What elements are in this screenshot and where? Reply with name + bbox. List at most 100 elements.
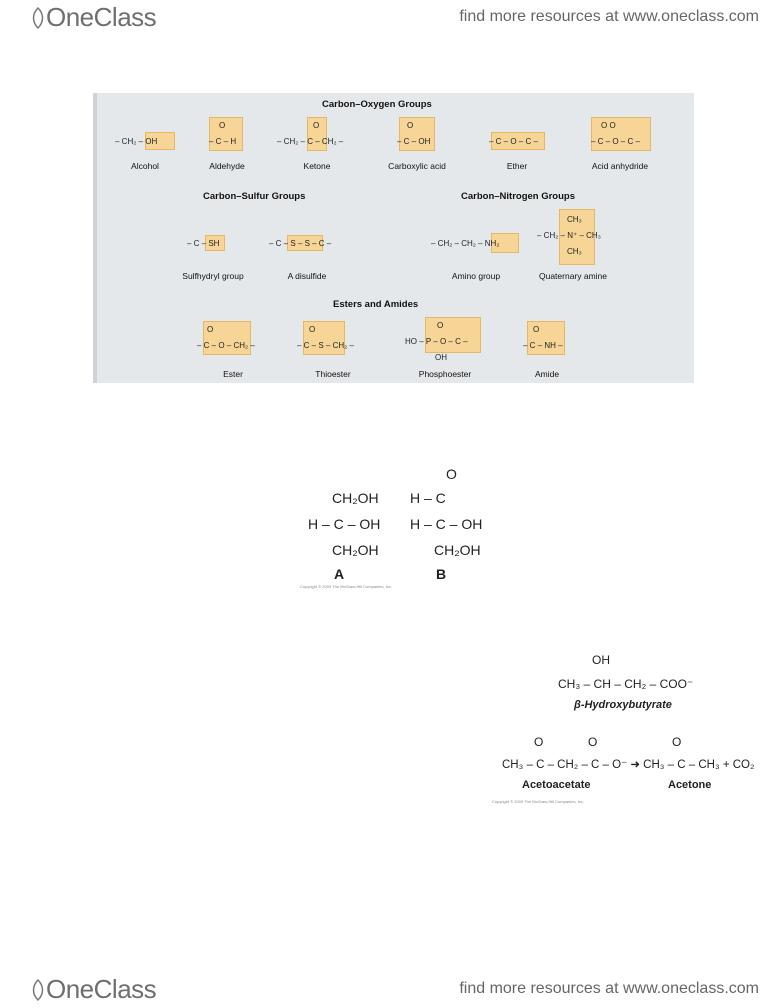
figure-ketone-copyright: Copyright © 2009 The McGraw-Hill Compani…	[492, 799, 585, 804]
thioester-label: Thioester	[315, 369, 351, 379]
aldehyde-formula: – C – H	[209, 137, 237, 146]
amino-formula: – CH₂ – CH₂ – NH₂	[431, 239, 500, 248]
highlight-box	[303, 321, 345, 355]
group-aldehyde: O – C – H Aldehyde	[205, 113, 249, 171]
a-top: CH₂OH	[332, 490, 379, 506]
acetoacetate-oxygen-2: O	[588, 735, 598, 749]
group-alcohol: – CH₂ – OH Alcohol	[115, 119, 175, 171]
carboxylic-oxygen: O	[407, 121, 414, 130]
logo-text: OneClass	[46, 974, 157, 1004]
highlight-box	[425, 317, 481, 353]
page-header: OneClass find more resources at www.onec…	[0, 0, 784, 36]
ester-label: Ester	[223, 369, 243, 379]
a-middle: H – C – OH	[308, 516, 381, 532]
amide-oxygen: O	[533, 325, 540, 334]
figure-glycerol-glyceraldehyde: CH₂OH H – C – OH CH₂OH A O H – C H – C –…	[298, 460, 488, 592]
section-title-esters-amides: Esters and Amides	[333, 299, 419, 310]
b-top: H – C	[410, 490, 446, 506]
group-ester: O – C – O – CH₂ – Ester	[197, 319, 269, 381]
disulfide-formula: – C – S – S – C –	[269, 239, 332, 248]
hb-label: β-Hydroxybutyrate	[574, 699, 672, 711]
quaternary-bottom: CH₃	[567, 247, 582, 256]
b-oxygen: O	[446, 466, 457, 482]
highlight-box	[591, 117, 651, 151]
ether-formula: – C – O – C –	[489, 137, 538, 146]
amide-label: Amide	[534, 369, 560, 379]
b-bottom: CH₂OH	[434, 542, 481, 558]
highlight-box	[399, 117, 435, 151]
alcohol-label: Alcohol	[131, 161, 159, 171]
ketone-label: Ketone	[303, 161, 331, 171]
highlight-box	[287, 235, 323, 251]
phosphoester-hydroxyl: OH	[435, 353, 447, 362]
carboxylic-formula: – C – OH	[397, 137, 431, 146]
group-ketone: O – CH₂ – C – CH₂ – Ketone	[277, 113, 357, 171]
promo-link[interactable]: find more resources at www.oneclass.com	[459, 8, 759, 25]
oneclass-logo[interactable]: OneClass	[30, 974, 157, 1005]
anhydride-label: Acid anhydride	[591, 161, 649, 171]
thioester-oxygen: O	[309, 325, 316, 334]
sulfhydryl-label: Sulfhydryl group	[182, 271, 244, 281]
section-title-carbon-nitrogen: Carbon–Nitrogen Groups	[461, 191, 576, 202]
group-carboxylic-acid: O – C – OH Carboxylic acid	[387, 113, 447, 171]
thioester-formula: – C – S – CH₂ –	[297, 341, 354, 350]
logo-text: OneClass	[46, 2, 157, 32]
group-amino: – CH₂ – CH₂ – NH₂ Amino group	[431, 223, 521, 281]
ether-label: Ether	[506, 161, 528, 171]
amide-formula: – C – NH –	[523, 341, 563, 350]
group-sulfhydryl: – C – SH Sulfhydryl group	[182, 223, 244, 281]
figure-ketone-bodies: OH CH₃ – CH – CH₂ – COO⁻ β-Hydroxybutyra…	[490, 645, 754, 807]
phosphoester-oxygen: O	[437, 321, 444, 330]
acetone-oxygen: O	[672, 735, 682, 749]
acetoacetate-label: Acetoacetate	[522, 779, 591, 791]
acetoacetate-oxygen-1: O	[534, 735, 544, 749]
quaternary-top: CH₃	[567, 215, 582, 224]
group-phosphoester: O HO – P – O – C – OH Phosphoester	[405, 315, 485, 381]
decarboxylation-reaction: CH₃ – C – CH₂ – C – O⁻ ➜ CH₃ – C – CH₃ +…	[502, 759, 755, 771]
section-title-carbon-oxygen: Carbon–Oxygen Groups	[322, 99, 432, 110]
highlight-box	[209, 117, 243, 151]
functional-groups-figure: Carbon–Oxygen Groups – CH₂ – OH Alcohol …	[93, 93, 694, 383]
aldehyde-oxygen: O	[219, 121, 226, 130]
oneclass-logo[interactable]: OneClass	[30, 2, 157, 33]
phosphoester-label: Phosphoester	[418, 369, 472, 379]
page-footer: OneClass find more resources at www.onec…	[0, 972, 784, 1008]
leaf-icon	[32, 6, 44, 29]
figure-ab-copyright: Copyright © 2009 The McGraw-Hill Compani…	[300, 584, 393, 589]
sulfhydryl-formula: – C – SH	[187, 239, 220, 248]
phosphoester-formula: HO – P – O – C –	[405, 337, 468, 346]
group-disulfide: – C – S – S – C – A disulfide	[267, 223, 347, 281]
label-a: A	[334, 566, 345, 582]
leaf-icon	[32, 978, 44, 1001]
quaternary-label: Quaternary amine	[538, 271, 608, 281]
label-b: B	[436, 566, 447, 582]
ketone-formula: – CH₂ – C – CH₂ –	[277, 137, 344, 146]
anhydride-oxygens: O O	[601, 121, 616, 130]
group-amide: O – C – NH – Amide	[521, 319, 573, 381]
ester-oxygen: O	[207, 325, 214, 334]
hb-formula: CH₃ – CH – CH₂ – COO⁻	[558, 677, 694, 691]
hb-hydroxyl: OH	[592, 653, 610, 667]
disulfide-label: A disulfide	[287, 271, 327, 281]
a-bottom: CH₂OH	[332, 542, 379, 558]
group-acid-anhydride: O O – C – O – C – Acid anhydride	[587, 113, 653, 171]
b-middle: H – C – OH	[410, 516, 483, 532]
highlight-box	[491, 233, 519, 253]
highlight-box	[559, 209, 595, 265]
highlight-box	[491, 132, 545, 150]
highlight-box	[203, 321, 251, 355]
group-ether: – C – O – C – Ether	[487, 119, 547, 171]
group-quaternary-amine: CH₃ – CH₂ – N⁺ – CH₃ CH₃ Quaternary amin…	[537, 209, 609, 281]
ketone-oxygen: O	[313, 121, 320, 130]
section-title-carbon-sulfur: Carbon–Sulfur Groups	[203, 191, 306, 202]
acetone-label: Acetone	[668, 779, 712, 791]
highlight-box	[527, 321, 565, 355]
highlight-box	[205, 235, 225, 251]
quaternary-formula: – CH₂ – N⁺ – CH₃	[537, 231, 601, 240]
promo-link[interactable]: find more resources at www.oneclass.com	[459, 980, 759, 997]
anhydride-formula: – C – O – C –	[591, 137, 640, 146]
carboxylic-label: Carboxylic acid	[388, 161, 446, 171]
highlight-box	[145, 132, 175, 150]
ester-formula: – C – O – CH₂ –	[197, 341, 255, 350]
highlight-box	[307, 117, 327, 151]
